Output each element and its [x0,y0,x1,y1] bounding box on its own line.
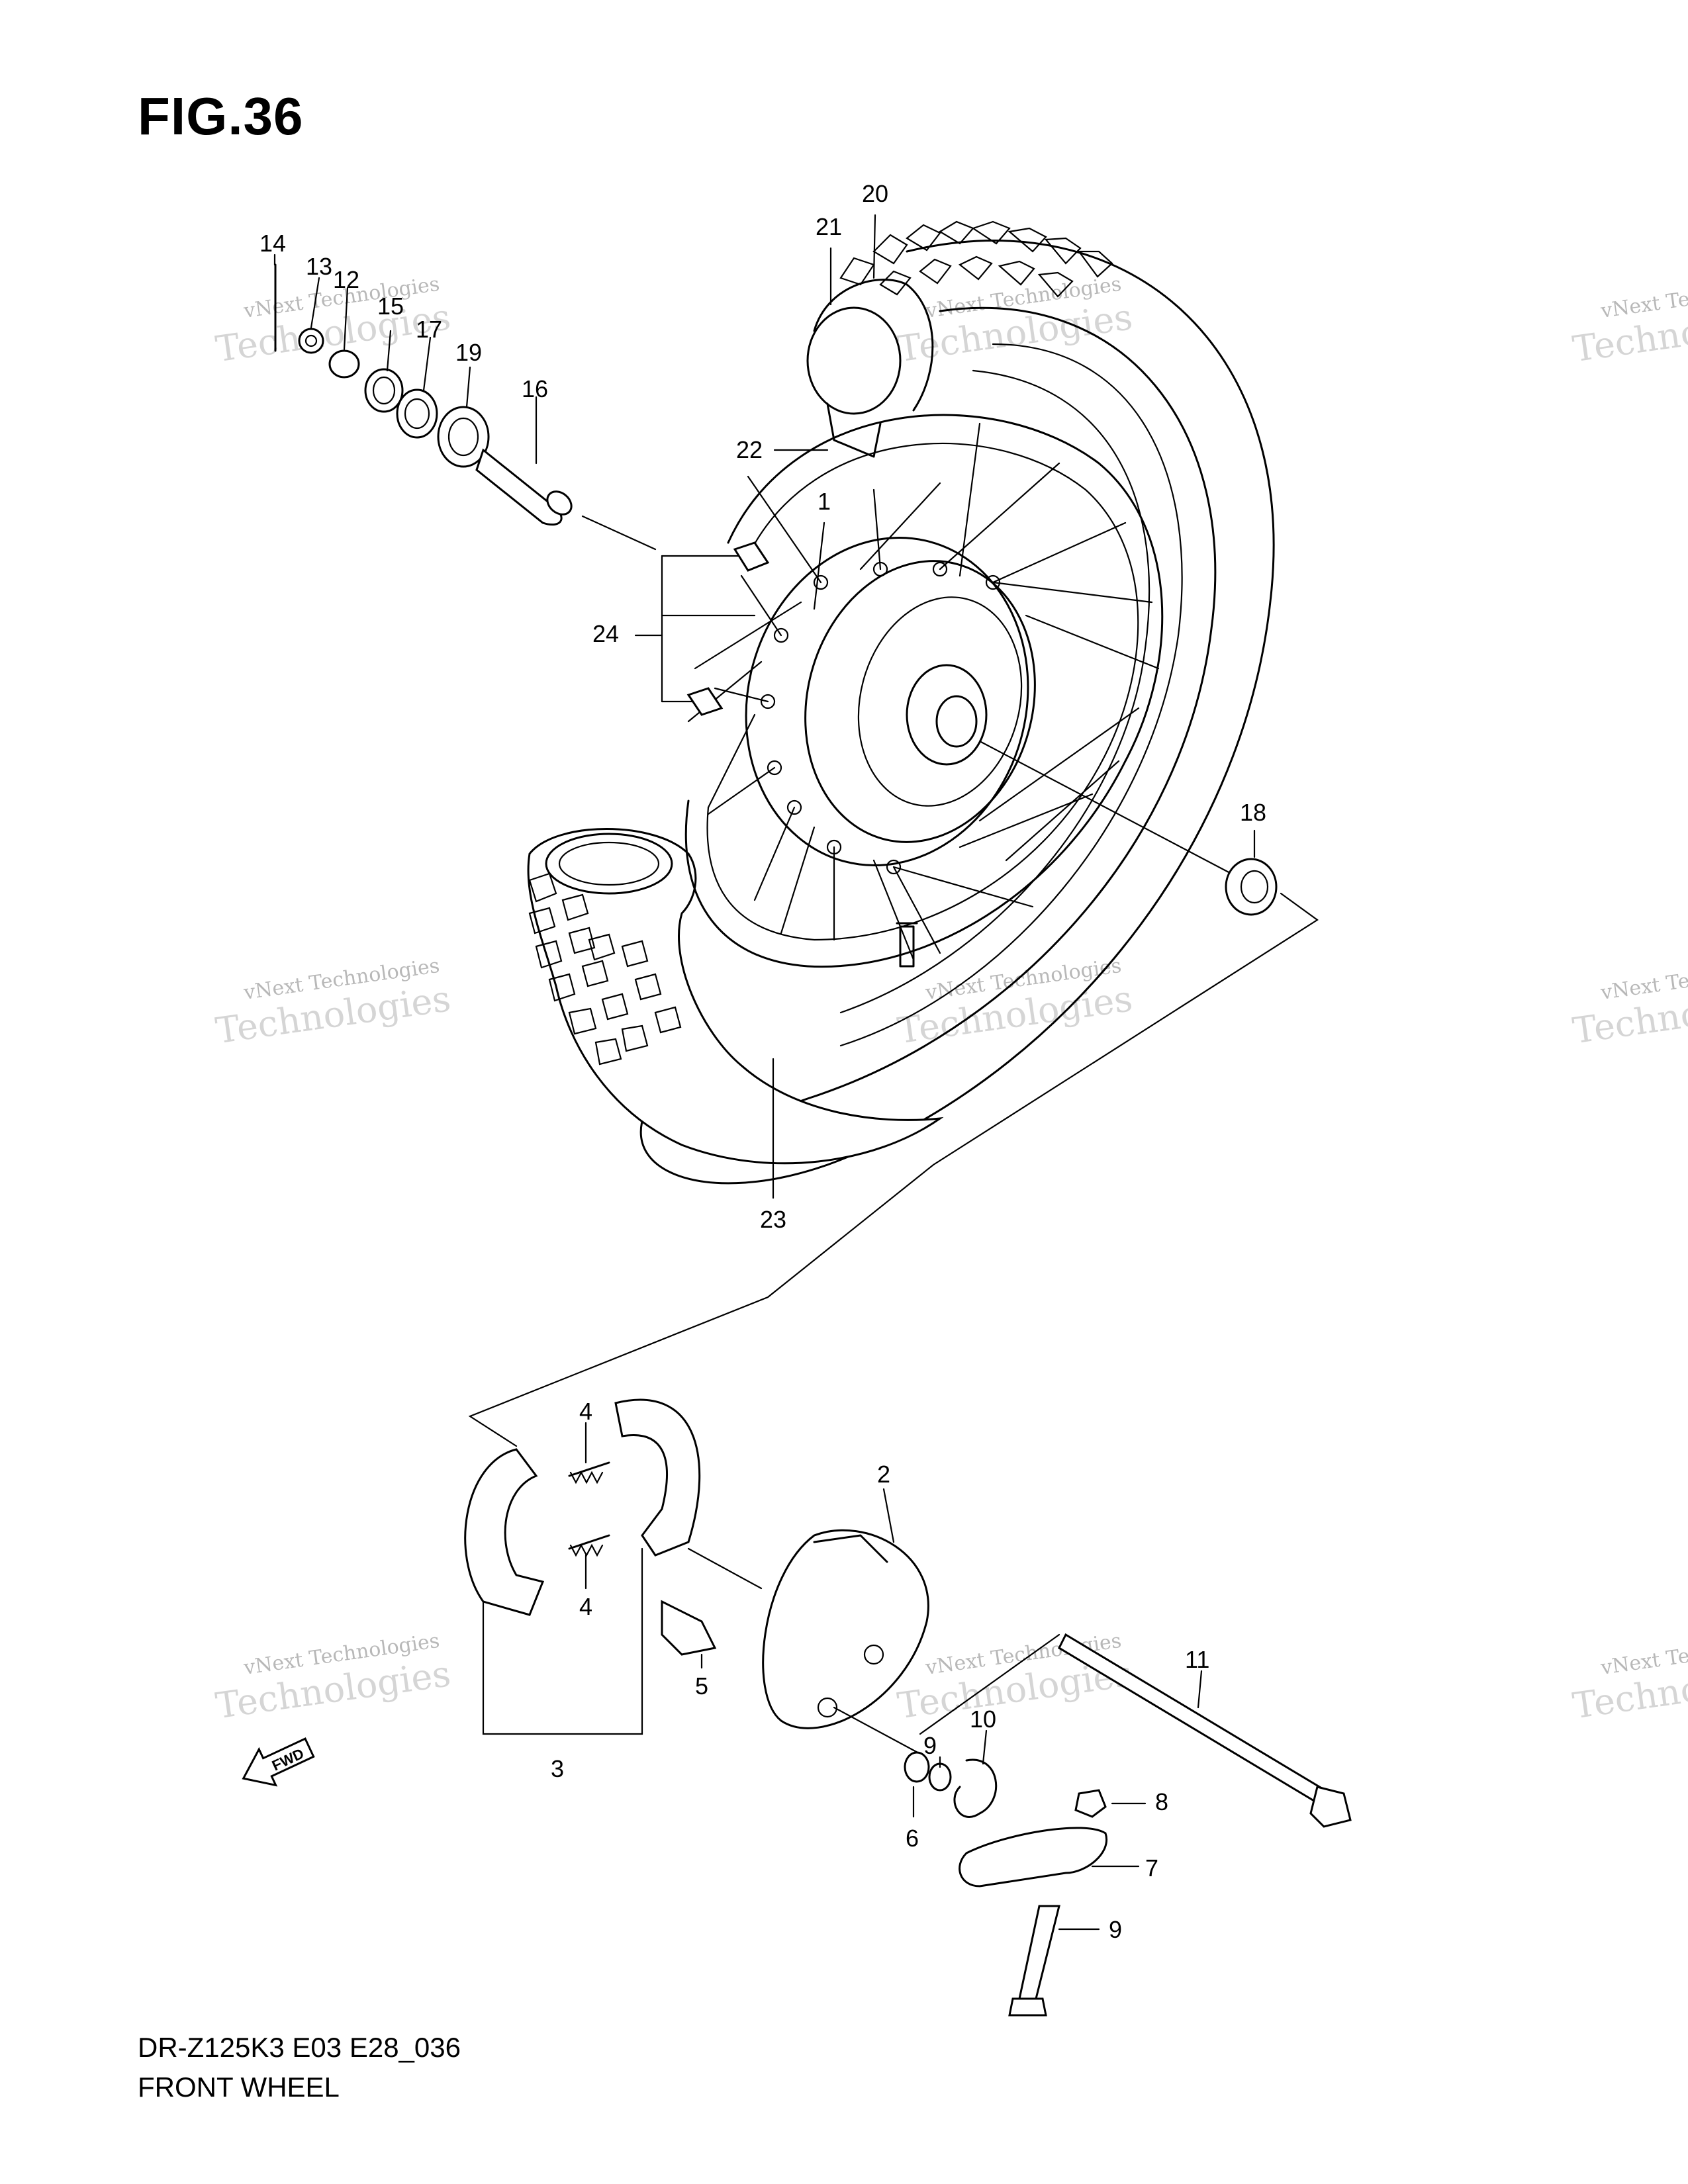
callout-7: 7 [1145,1854,1158,1882]
callout-25: 24 [592,620,619,647]
bolts [661,541,770,716]
lever-bolt [1008,1905,1060,2017]
watermark-3: vNext Technologies Technologies [1570,273,1688,370]
watermark-7: vNext Technologies Technologies [213,1629,453,1727]
callout-8: 8 [1155,1788,1168,1815]
brake-shoes [464,1398,701,1735]
callout-19: 18 [1240,799,1266,826]
watermark-9: vNext Technologies Technologies [1570,1629,1688,1727]
callout-12: 11 [1185,1646,1209,1673]
callout-13: 12 [333,266,359,293]
axle-line [978,740,1233,875]
brake-cam [661,1547,763,1656]
axle-small-parts [274,263,657,551]
watermark-8: vNext Technologies Technologies [895,1629,1135,1727]
nut [1074,1789,1107,1818]
callout-23: 22 [736,436,763,463]
callout-2: 2 [877,1461,890,1488]
axle-shaft [919,1633,1352,1828]
callout-22: 21 [816,213,842,240]
callout-4-upper: 4 [579,1398,592,1425]
callout-14: 13 [306,253,332,280]
bearing-right [468,858,1319,1447]
callout-16: 15 [377,293,404,320]
callout-10: 9 [923,1732,937,1759]
callout-24: 23 [760,1206,786,1233]
callout-1: 1 [818,488,831,515]
model-code: DR-Z125K3 E03 E28_036 [138,2032,461,2063]
rim [684,414,1164,968]
watermark-6: vNext Technologies Technologies [1570,954,1688,1052]
leader-lines [273,214,1256,1931]
callout-21: 20 [862,180,888,207]
watermark-2: vNext Technologies Technologies [895,273,1135,370]
callout-5: 5 [695,1672,708,1700]
figure-title: FIG.36 [138,87,304,146]
valve-stem [896,922,918,968]
fwd-arrow-icon: FWD [242,1737,315,1787]
callout-6: 6 [906,1825,919,1852]
callout-labels: 14 13 12 15 17 19 16 20 21 22 1 24 18 23… [259,180,1266,1943]
callout-11: 10 [970,1706,996,1733]
callout-20: 19 [455,339,482,366]
watermark-4: vNext Technologies Technologies [213,954,453,1052]
callout-17: 16 [522,375,548,402]
callout-9: 9 [1109,1916,1122,1943]
callout-18: 17 [416,316,442,343]
tire-lower-section [527,828,944,1165]
callout-3: 3 [551,1755,564,1782]
washers [904,1751,998,1818]
watermark-5: vNext Technologies Technologies [895,954,1135,1052]
tube-section [806,279,934,458]
diagram-title: FRONT WHEEL [138,2071,340,2103]
callout-15: 14 [259,230,286,257]
hub [687,422,1160,961]
brake-panel [762,1529,929,1755]
watermark-group: vNext Technologies Technologies vNext Te… [213,273,1688,1727]
cam-lever [959,1827,1108,1888]
callout-4-lower: 4 [579,1593,592,1620]
